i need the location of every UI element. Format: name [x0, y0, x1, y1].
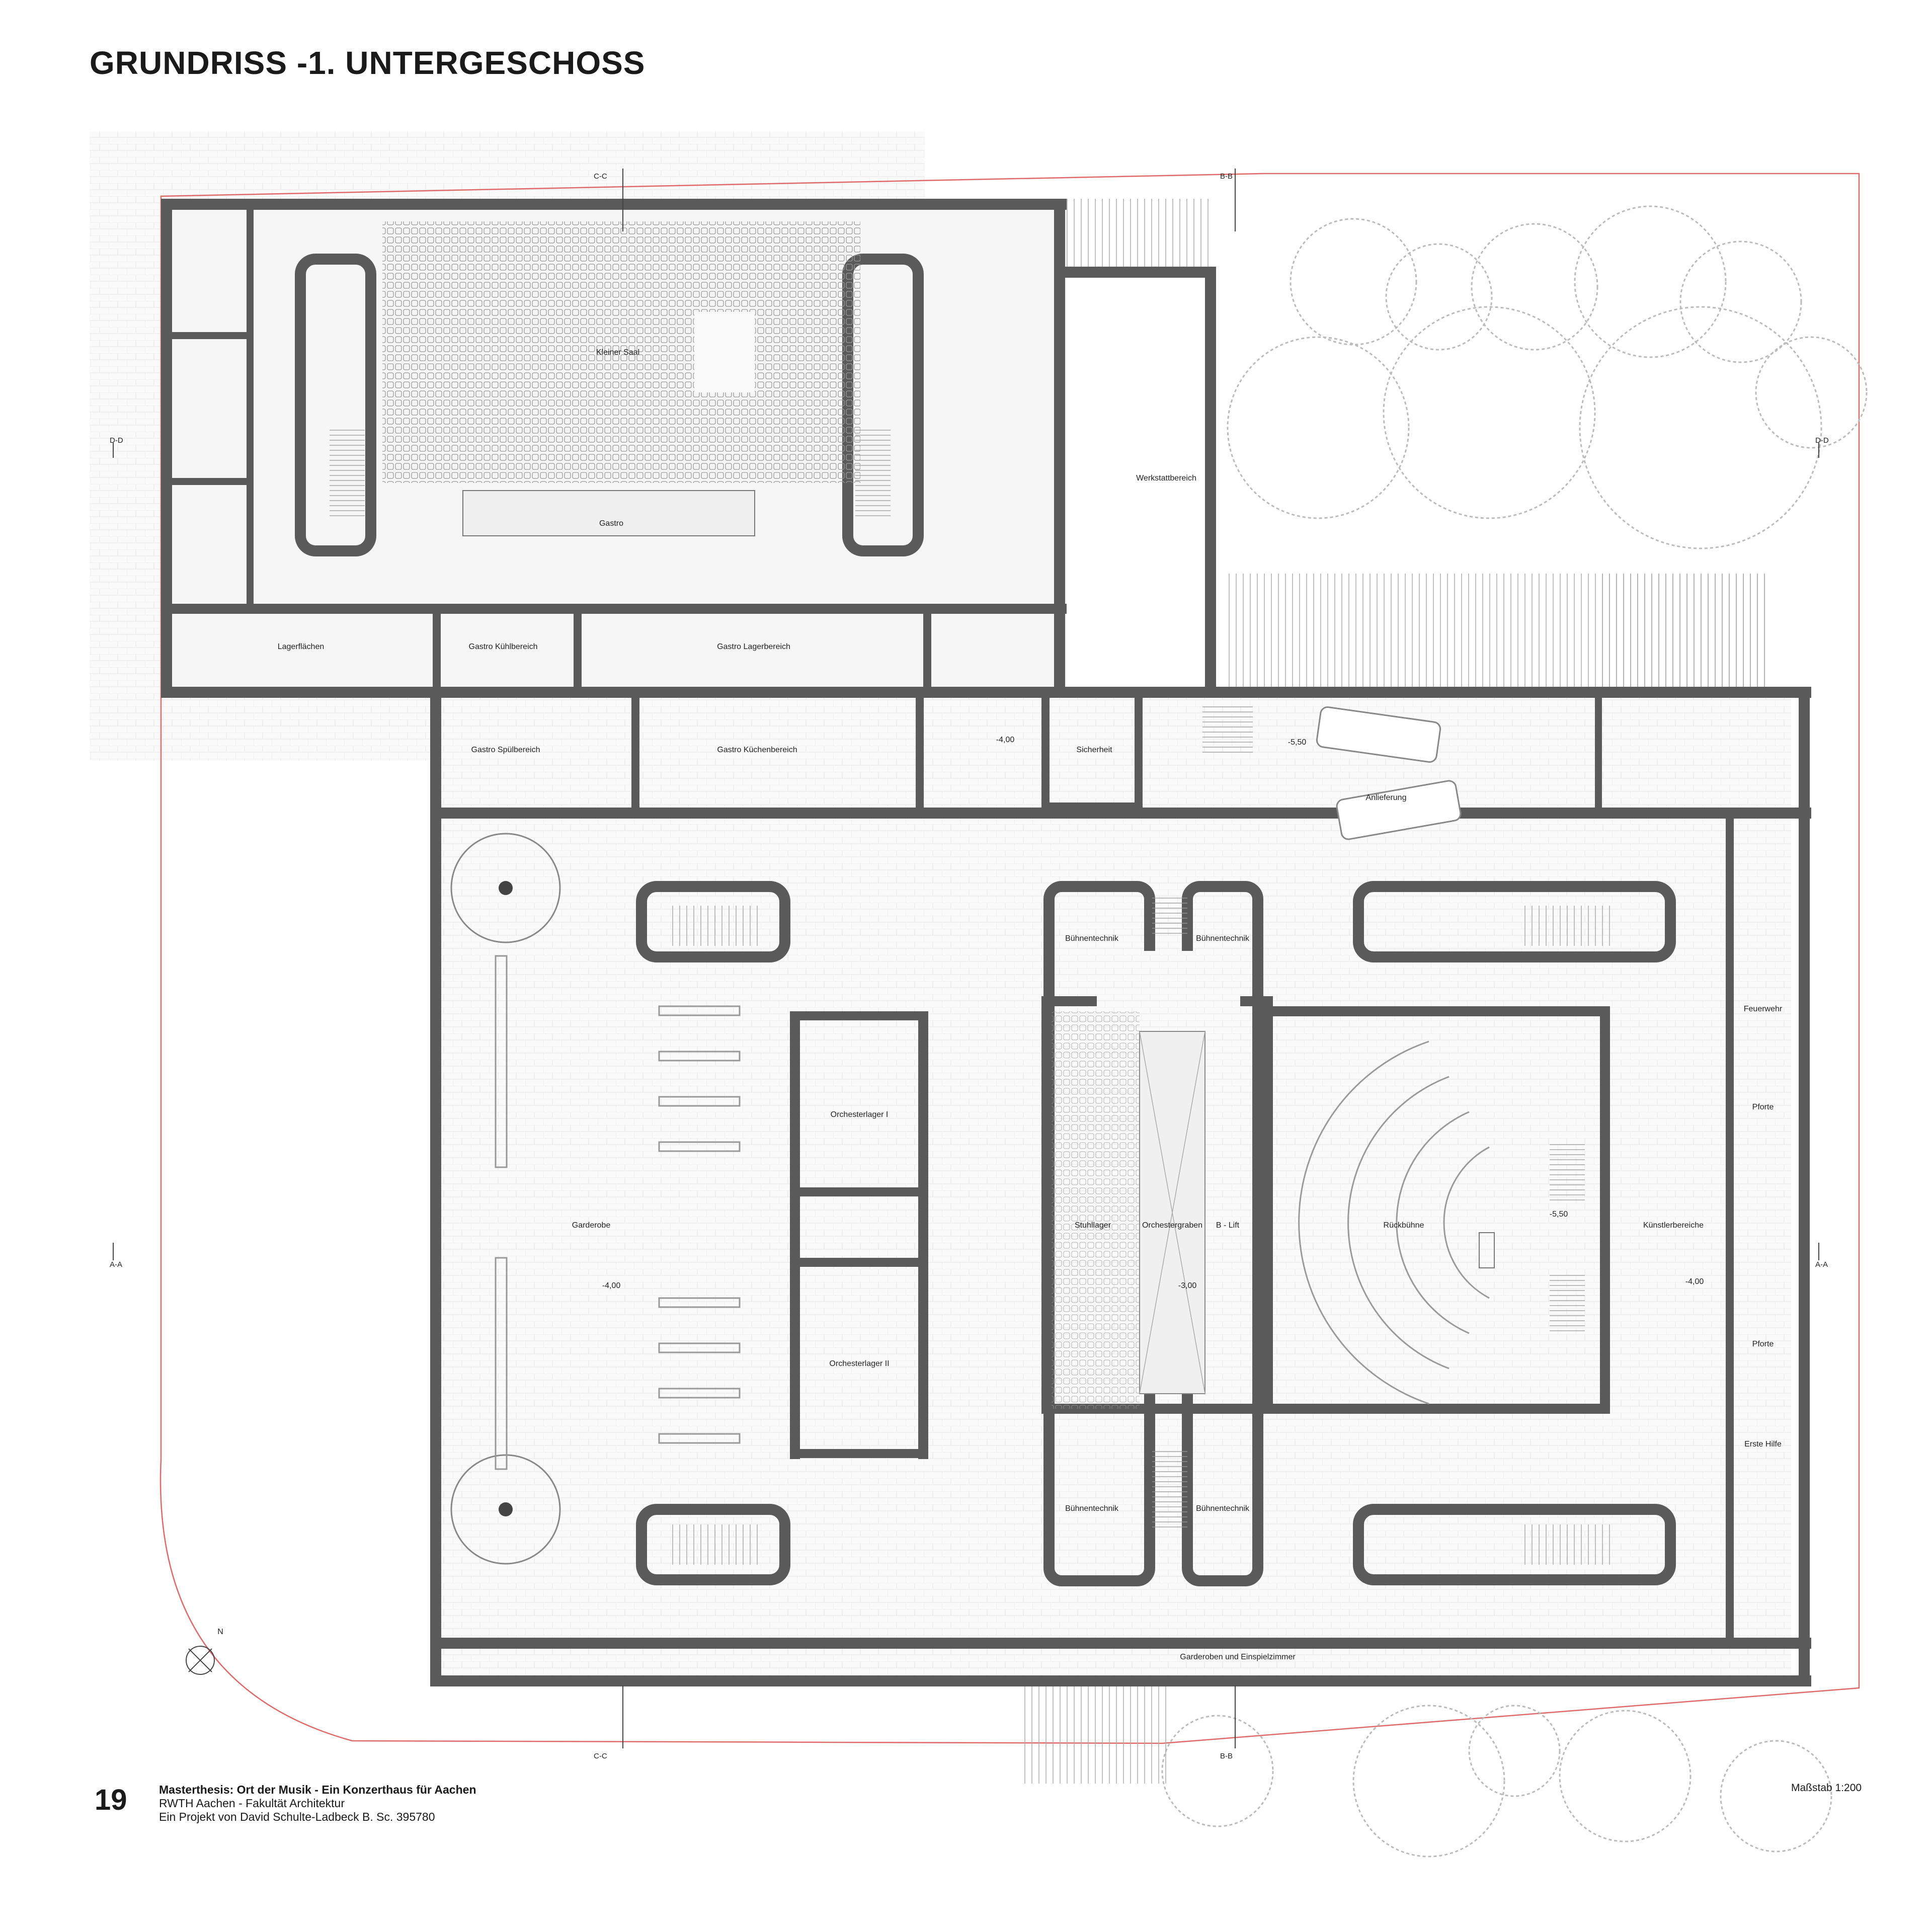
room-pforte-2: Pforte [1752, 1340, 1774, 1348]
north-arrow [186, 1646, 215, 1675]
section-c-top: C-C [594, 172, 607, 181]
level-orchestra-pit: -3,00 [1178, 1281, 1197, 1290]
room-buehnentechnik-nw: Bühnentechnik [1065, 934, 1119, 943]
section-a-left: A-A [110, 1260, 122, 1269]
room-werkstattbereich: Werkstattbereich [1136, 474, 1196, 482]
north-label: N [217, 1628, 223, 1636]
walls [161, 199, 1811, 1686]
section-b-top: B-B [1220, 172, 1233, 181]
level-garderobe: -4,00 [602, 1281, 621, 1290]
rehearsal-stage-risers [1298, 1040, 1490, 1405]
room-kleiner-saal: Kleiner Saal [596, 348, 639, 357]
spiral-stairs [450, 833, 561, 1565]
room-gastro-kuehlbereich: Gastro Kühlbereich [469, 642, 538, 651]
section-b-bottom: B-B [1220, 1752, 1233, 1760]
room-b-lift: B - Lift [1216, 1221, 1240, 1230]
garderobe-counters [495, 955, 741, 1470]
room-sicherheit: Sicherheit [1076, 746, 1112, 754]
thesis-title: Masterthesis: Ort der Musik - Ein Konzer… [159, 1783, 476, 1796]
room-garderobe: Garderobe [572, 1221, 611, 1230]
ramp-upper [1597, 574, 1768, 692]
room-gastro-lagerbereich: Gastro Lagerbereich [717, 642, 790, 651]
footer-credits: Masterthesis: Ort der Musik - Ein Konzer… [159, 1783, 476, 1824]
north-outside-stair [1057, 199, 1210, 267]
room-buehnentechnik-ne: Bühnentechnik [1196, 934, 1250, 943]
section-c-bottom: C-C [594, 1752, 607, 1760]
trees-south-east [1161, 1705, 1832, 1858]
room-erste-hilfe: Erste Hilfe [1744, 1440, 1782, 1448]
room-stuhllager: Stuhllager [1075, 1221, 1111, 1230]
trees-north-east [1227, 205, 1868, 549]
level-artists: -4,00 [1685, 1277, 1704, 1286]
south-outside-stair [1019, 1678, 1172, 1784]
level-backstage: -5,50 [1550, 1210, 1568, 1219]
room-buehnentechnik-sw: Bühnentechnik [1065, 1504, 1119, 1513]
room-kuenstlerbereiche: Künstlerbereiche [1643, 1221, 1704, 1230]
room-lagerflaechen: Lagerflächen [278, 642, 325, 651]
seating-kleiner-saal [382, 221, 860, 483]
page-title: GRUNDRISS -1. UNTERGESCHOSS [90, 45, 646, 81]
room-pforte-1: Pforte [1752, 1103, 1774, 1111]
section-d-left: D-D [110, 436, 123, 445]
room-feuerwehr: Feuerwehr [1744, 1005, 1783, 1013]
author-line: Ein Projekt von David Schulte-Ladbeck B.… [159, 1810, 435, 1823]
room-orchesterlager-2: Orchesterlager II [829, 1359, 889, 1368]
room-rueckbuehne: Rückbühne [1384, 1221, 1424, 1230]
level-delivery: -5,50 [1288, 738, 1307, 747]
room-buehnentechnik-se: Bühnentechnik [1196, 1504, 1250, 1513]
room-orchestergraben: Orchestergraben [1142, 1221, 1202, 1230]
vans [1316, 706, 1462, 840]
room-orchesterlager-1: Orchesterlager I [831, 1110, 889, 1119]
site-boundary [159, 173, 1860, 1744]
room-gastro: Gastro [599, 519, 623, 528]
room-gastro-kuechenbereich: Gastro Küchenbereich [717, 746, 797, 754]
section-a-right: A-A [1815, 1260, 1828, 1269]
scale-note: Maßstab 1:200 [1791, 1782, 1862, 1794]
room-anlieferung: Anlieferung [1366, 793, 1407, 802]
faculty-line: RWTH Aachen - Fakultät Architektur [159, 1797, 345, 1810]
room-garderoben-einspielzimmer: Garderoben und Einspielzimmer [1180, 1653, 1296, 1661]
page-number: 19 [95, 1784, 127, 1816]
room-gastro-spuelbereich: Gastro Spülbereich [471, 746, 540, 754]
level-gastro-court: -4,00 [996, 736, 1015, 744]
section-d-right: D-D [1815, 436, 1829, 445]
